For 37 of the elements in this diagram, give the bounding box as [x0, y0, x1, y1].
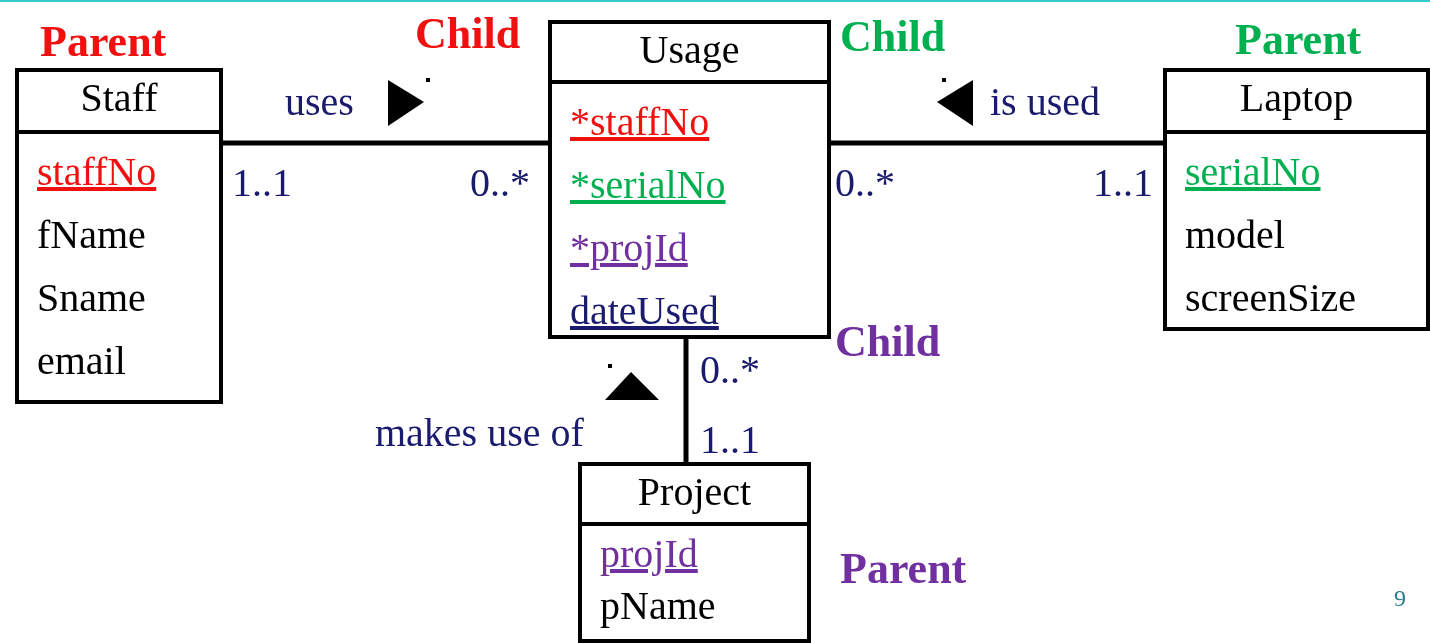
multiplicity-label: 0..* — [700, 350, 760, 390]
attribute-text: model — [1184, 211, 1286, 259]
multiplicity-label: 0..* — [835, 163, 895, 203]
attribute-text: fName — [36, 211, 147, 259]
class-box — [548, 20, 831, 339]
multiplicity-label: 1..1 — [700, 420, 760, 460]
attribute-text: projId — [599, 530, 699, 578]
association-line — [831, 140, 1163, 146]
attribute-text: staffNo — [36, 148, 158, 196]
class-name: Project — [582, 466, 807, 526]
role-label: Child — [835, 320, 941, 364]
role-label: Child — [840, 15, 946, 59]
class-box — [578, 462, 811, 643]
attribute-text: *serialNo — [569, 161, 727, 209]
attribute-text: *projId — [569, 224, 689, 272]
multiplicity-label: 0..* — [470, 163, 530, 203]
class-name: Laptop — [1167, 72, 1426, 134]
role-label: Parent — [840, 547, 967, 591]
attribute-text: pName — [599, 582, 717, 630]
attribute-text: screenSize — [1184, 274, 1357, 322]
role-label: Parent — [40, 20, 167, 64]
association-line — [223, 140, 548, 146]
class-box — [15, 68, 223, 404]
attribute-text: email — [36, 337, 127, 385]
attribute-text: Sname — [36, 274, 147, 322]
class-name: Staff — [19, 72, 219, 134]
role-label: Parent — [1235, 18, 1362, 62]
attribute-text: dateUsed — [569, 287, 720, 335]
page-number: 9 — [1394, 586, 1406, 610]
attribute-text: serialNo — [1184, 148, 1322, 196]
role-label: Child — [415, 12, 521, 56]
association-line — [683, 339, 689, 462]
multiplicity-label: 1..1 — [232, 163, 292, 203]
multiplicity-label: 1..1 — [1093, 163, 1153, 203]
class-name: Usage — [552, 24, 827, 84]
class-box — [1163, 68, 1430, 331]
attribute-text: *staffNo — [569, 98, 711, 146]
